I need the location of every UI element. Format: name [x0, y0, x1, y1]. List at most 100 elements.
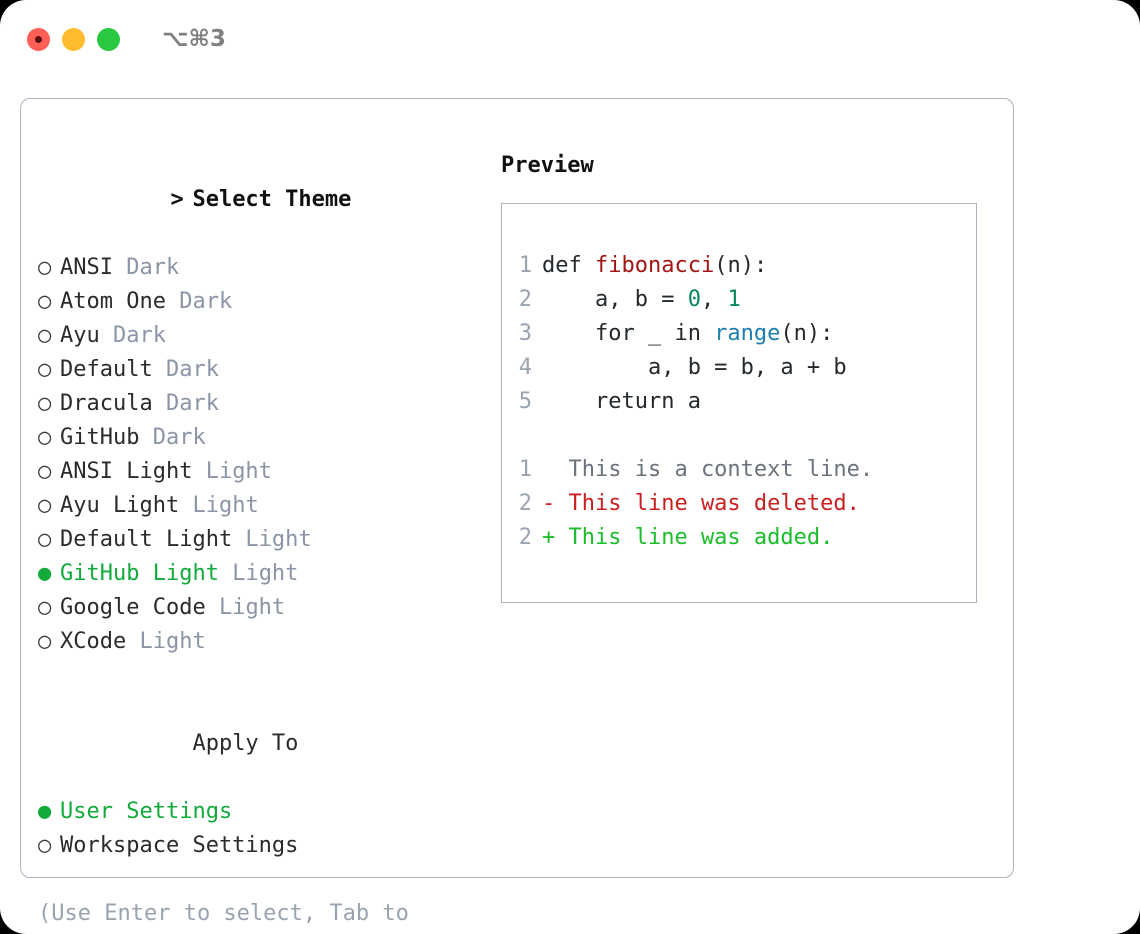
theme-list-item[interactable]: ○ GitHub Dark [38, 421, 478, 455]
code-token: This is a context line. [542, 457, 874, 482]
code-token: range [714, 321, 781, 346]
theme-picker-heading: > Select Theme [38, 149, 478, 251]
keyboard-shortcut-label: ⌥⌘3 [162, 26, 226, 52]
apply-to-label: Workspace Settings [60, 833, 299, 858]
apply-to-label: User Settings [60, 799, 233, 824]
theme-variant-label: Dark [139, 425, 206, 450]
radio-unselected-icon[interactable]: ○ [38, 323, 52, 348]
theme-list-item[interactable]: ○ Dracula Dark [38, 387, 478, 421]
theme-name: Dracula [60, 391, 153, 416]
page-title: Select Theme [192, 187, 352, 212]
theme-name: ANSI Light [60, 459, 193, 484]
theme-variant-label: Light [218, 561, 299, 586]
theme-list-item[interactable]: ○ XCode Light [38, 625, 478, 659]
line-number: 5 [518, 389, 532, 414]
theme-list-item[interactable]: ○Default Light Light [38, 523, 478, 557]
radio-unselected-icon[interactable]: ○ [38, 595, 52, 620]
theme-list-item[interactable]: ○ANSI Light Light [38, 455, 478, 489]
theme-list-item[interactable]: ○Ayu Light Light [38, 489, 478, 523]
radio-unselected-icon[interactable]: ○ [38, 425, 52, 450]
code-token: 1 [727, 287, 741, 312]
theme-variant-label: Dark [152, 391, 219, 416]
theme-name: Default Light [60, 527, 233, 552]
radio-unselected-icon[interactable]: ○ [38, 629, 52, 654]
code-line: 5 return a [502, 385, 976, 419]
code-token: , [700, 287, 728, 312]
radio-unselected-icon[interactable]: ○ [38, 459, 52, 484]
apply-to-list: ● User Settings ○ Workspace Settings [38, 795, 478, 863]
line-number: 2 [518, 525, 532, 550]
theme-variant-label: Dark [112, 255, 180, 280]
radio-unselected-icon[interactable]: ○ [38, 493, 52, 518]
code-diff-spacer [502, 419, 976, 453]
theme-list-item[interactable]: ● GitHub Light Light [38, 557, 478, 591]
theme-name: Atom One [60, 289, 166, 314]
code-line: 2 a, b = 0, 1 [502, 283, 976, 317]
code-token: for _ in [542, 321, 715, 346]
theme-name: XCode [60, 629, 127, 654]
code-token: 0 [687, 287, 701, 312]
theme-name: Google Code [60, 595, 206, 620]
code-token: def [542, 253, 595, 278]
traffic-lights [27, 27, 120, 51]
theme-name: ANSI [60, 255, 113, 280]
minimize-icon[interactable] [62, 27, 85, 51]
apply-to-indent [170, 727, 192, 761]
theme-list-item[interactable]: ○ Google Code Light [38, 591, 478, 625]
code-token: return a [542, 389, 701, 414]
radio-selected-icon[interactable]: ● [38, 799, 52, 824]
code-token: a, b = [542, 287, 688, 312]
code-token: (n): [714, 253, 768, 278]
theme-variant-label: Dark [152, 357, 219, 382]
theme-name: GitHub [60, 425, 140, 450]
main-panel: > Select Theme ○ ANSI Dark ○ Atom One Dark ○ A… [20, 98, 1014, 926]
theme-name: Ayu [60, 323, 100, 348]
theme-name: Default [60, 357, 153, 382]
diff-line: 2 + This line was added. [502, 521, 976, 555]
radio-selected-icon[interactable]: ● [38, 561, 52, 586]
theme-variant-label: Dark [165, 289, 233, 314]
code-token: (n): [780, 321, 834, 346]
radio-unselected-icon[interactable]: ○ [38, 391, 52, 416]
code-token: + This line was added. [542, 525, 834, 550]
close-icon[interactable] [27, 27, 50, 51]
list-spacer [38, 659, 478, 693]
code-token: fibonacci [594, 253, 715, 278]
theme-list-item[interactable]: ○ Default Dark [38, 353, 478, 387]
radio-unselected-icon[interactable]: ○ [38, 833, 52, 858]
theme-variant-label: Dark [99, 323, 166, 348]
apply-to-title: Apply To [192, 731, 299, 756]
hint-line-1: (Use Enter to select, Tab to [38, 901, 409, 926]
theme-variant-label: Light [205, 595, 286, 620]
maximize-icon[interactable] [97, 27, 120, 51]
line-number: 3 [518, 321, 532, 346]
apply-to-item[interactable]: ● User Settings [38, 795, 478, 829]
hint-spacer [38, 863, 478, 897]
code-line: 4 a, b = b, a + b [502, 351, 976, 385]
line-number: 2 [518, 287, 532, 312]
diff-sample: 1 This is a context line.2- This line wa… [502, 453, 976, 555]
radio-unselected-icon[interactable]: ○ [38, 289, 52, 314]
theme-picker-column: > Select Theme ○ ANSI Dark ○ Atom One Dark ○ A… [38, 149, 478, 934]
theme-list-item[interactable]: ○ ANSI Dark [38, 251, 478, 285]
code-line: 3 for _ in range(n): [502, 317, 976, 351]
radio-unselected-icon[interactable]: ○ [38, 357, 52, 382]
apply-to-item[interactable]: ○ Workspace Settings [38, 829, 478, 863]
theme-list-item[interactable]: ○ Atom One Dark [38, 285, 478, 319]
theme-list: ○ ANSI Dark ○ Atom One Dark ○ Ayu Dark ○ Defaul… [38, 251, 478, 659]
radio-unselected-icon[interactable]: ○ [38, 255, 52, 280]
preview-title: Preview [501, 153, 594, 178]
theme-list-item[interactable]: ○ Ayu Dark [38, 319, 478, 353]
cursor-caret-icon: > [170, 187, 184, 212]
theme-variant-label: Light [126, 629, 206, 654]
apply-to-heading: Apply To [38, 693, 478, 795]
line-number: 4 [518, 355, 532, 380]
theme-name: Ayu Light [60, 493, 180, 518]
diff-line: 2- This line was deleted. [502, 487, 976, 521]
radio-unselected-icon[interactable]: ○ [38, 527, 52, 552]
theme-name: GitHub Light [60, 561, 219, 586]
